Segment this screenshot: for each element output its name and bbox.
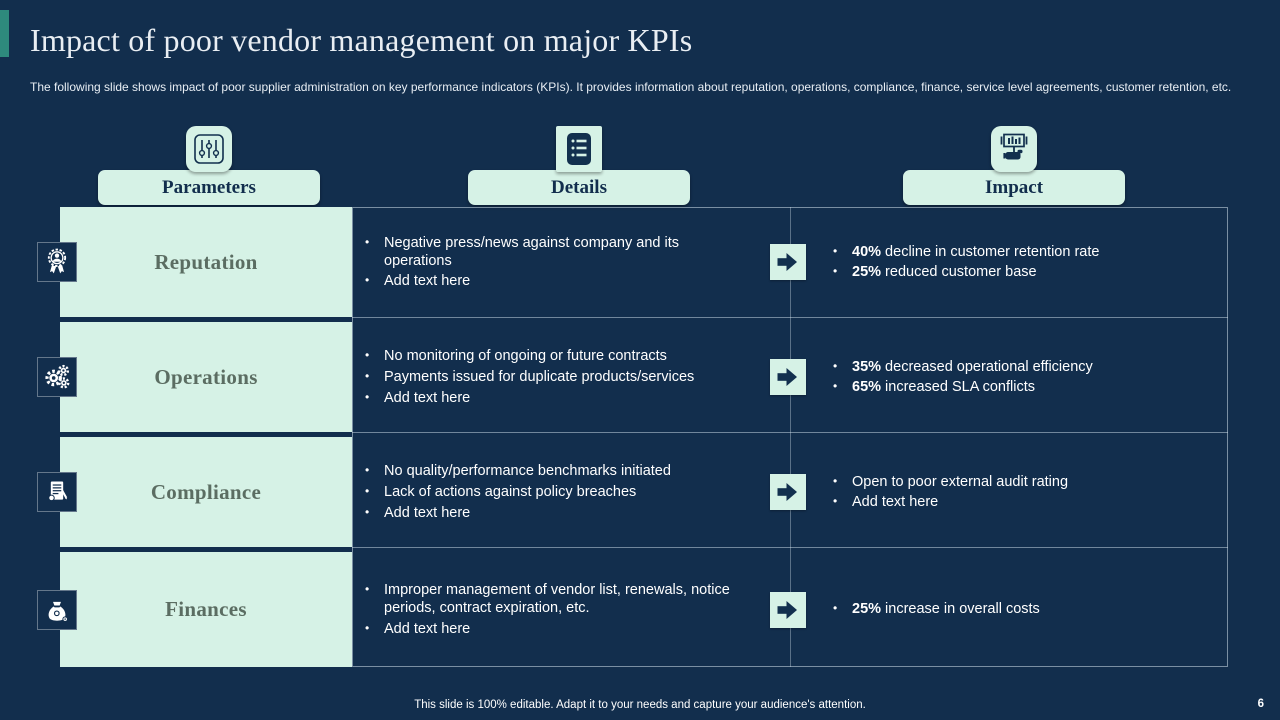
column-header-label: Impact — [984, 176, 1044, 198]
arrow-box — [770, 359, 806, 395]
hand-chart-icon — [1000, 133, 1028, 160]
parameter-panel: Reputation — [60, 207, 352, 317]
table-row-divider — [352, 432, 1228, 433]
table-row-divider — [352, 317, 1228, 318]
list-icon — [567, 133, 591, 165]
column-header-label: Parameters — [162, 176, 256, 198]
arrow-right-icon — [777, 483, 797, 501]
impact-item: 40% decline in customer retention rate — [828, 243, 1220, 261]
parameter-panel: Finances — [60, 552, 352, 667]
impact-item: Add text here — [828, 493, 1220, 511]
impact-cell: 35% decreased operational efficiency 65% … — [828, 322, 1220, 432]
kpi-table: Reputation Negative press/news against c… — [37, 207, 1228, 667]
impact-list: 40% decline in customer retention rate 25… — [828, 240, 1220, 284]
table-row: Finances Improper management of vendor l… — [37, 552, 1228, 667]
gears-icon — [45, 364, 70, 389]
detail-item: Add text here — [360, 504, 745, 522]
column-icon-slot — [991, 126, 1037, 172]
column-icon-slot — [556, 126, 602, 172]
impact-list: Open to poor external audit ratingAdd te… — [828, 470, 1220, 514]
row-icon-slot — [37, 472, 77, 512]
arrow-right-icon — [777, 600, 797, 619]
detail-item: No monitoring of ongoing or future contr… — [360, 347, 745, 365]
detail-item: Add text here — [360, 620, 745, 638]
row-icon-slot — [37, 242, 77, 282]
slide-subtitle: The following slide shows impact of poor… — [30, 80, 1232, 94]
table-row: Compliance No quality/performance benchm… — [37, 437, 1228, 547]
impact-cell: Open to poor external audit ratingAdd te… — [828, 437, 1220, 547]
details-cell: No quality/performance benchmarks initia… — [360, 437, 745, 547]
detail-item: Add text here — [360, 389, 745, 407]
impact-item: 65% increased SLA conflicts — [828, 378, 1220, 396]
details-list: No quality/performance benchmarks initia… — [360, 460, 745, 524]
arrow-box — [770, 474, 806, 510]
details-list: Improper management of vendor list, rene… — [360, 579, 745, 641]
footer-note: This slide is 100% editable. Adapt it to… — [414, 699, 866, 711]
detail-item: Improper management of vendor list, rene… — [360, 581, 745, 617]
details-list: Negative press/news against company and … — [360, 231, 745, 293]
page-number: 6 — [1257, 698, 1264, 710]
column-header-details: Details — [468, 170, 690, 205]
detail-item: Add text here — [360, 272, 745, 290]
details-cell: Negative press/news against company and … — [360, 207, 745, 317]
impact-cell: 40% decline in customer retention rate 25… — [828, 207, 1220, 317]
sliders-icon — [194, 134, 224, 164]
impact-cell: 25% increase in overall costs — [828, 552, 1220, 667]
details-list: No monitoring of ongoing or future contr… — [360, 345, 745, 409]
table-row: Reputation Negative press/news against c… — [37, 207, 1228, 317]
impact-item: Open to poor external audit rating — [828, 473, 1220, 491]
column-header-impact: Impact — [903, 170, 1125, 205]
column-icon-slot — [186, 126, 232, 172]
arrow-right-icon — [777, 253, 797, 271]
arrow-box — [770, 591, 806, 628]
row-icon-slot — [37, 589, 77, 630]
detail-item: No quality/performance benchmarks initia… — [360, 462, 745, 480]
parameter-panel: Compliance — [60, 437, 352, 547]
money-bag-icon — [48, 601, 68, 622]
impact-list: 25% increase in overall costs — [828, 598, 1220, 621]
column-header-parameters: Parameters — [98, 170, 320, 205]
parameter-panel: Operations — [60, 322, 352, 432]
accent-bar — [0, 10, 9, 57]
page-title: Impact of poor vendor management on majo… — [30, 22, 693, 58]
document-pen-icon — [48, 481, 68, 502]
table-column-divider — [790, 207, 791, 667]
arrow-right-icon — [777, 368, 797, 386]
medal-icon — [47, 248, 67, 274]
impact-list: 35% decreased operational efficiency 65% … — [828, 355, 1220, 399]
detail-item: Negative press/news against company and … — [360, 234, 745, 270]
row-icon-slot — [37, 357, 77, 397]
table-border — [352, 207, 1228, 667]
row-label: Reputation — [154, 249, 258, 274]
impact-item: 25% reduced customer base — [828, 263, 1220, 281]
row-label: Finances — [165, 597, 247, 621]
detail-item: Lack of actions against policy breaches — [360, 483, 745, 501]
arrow-box — [770, 244, 806, 280]
table-row-divider — [352, 547, 1228, 548]
detail-item: Payments issued for duplicate products/s… — [360, 368, 745, 386]
impact-item: 35% decreased operational efficiency — [828, 358, 1220, 376]
row-label: Compliance — [150, 479, 262, 504]
impact-item: 25% increase in overall costs — [828, 600, 1220, 618]
table-row: Operations No monitoring of ongoing or f… — [37, 322, 1228, 432]
details-cell: No monitoring of ongoing or future contr… — [360, 322, 745, 432]
column-header-label: Details — [551, 176, 607, 198]
row-label: Operations — [154, 364, 258, 389]
details-cell: Improper management of vendor list, rene… — [360, 552, 745, 667]
